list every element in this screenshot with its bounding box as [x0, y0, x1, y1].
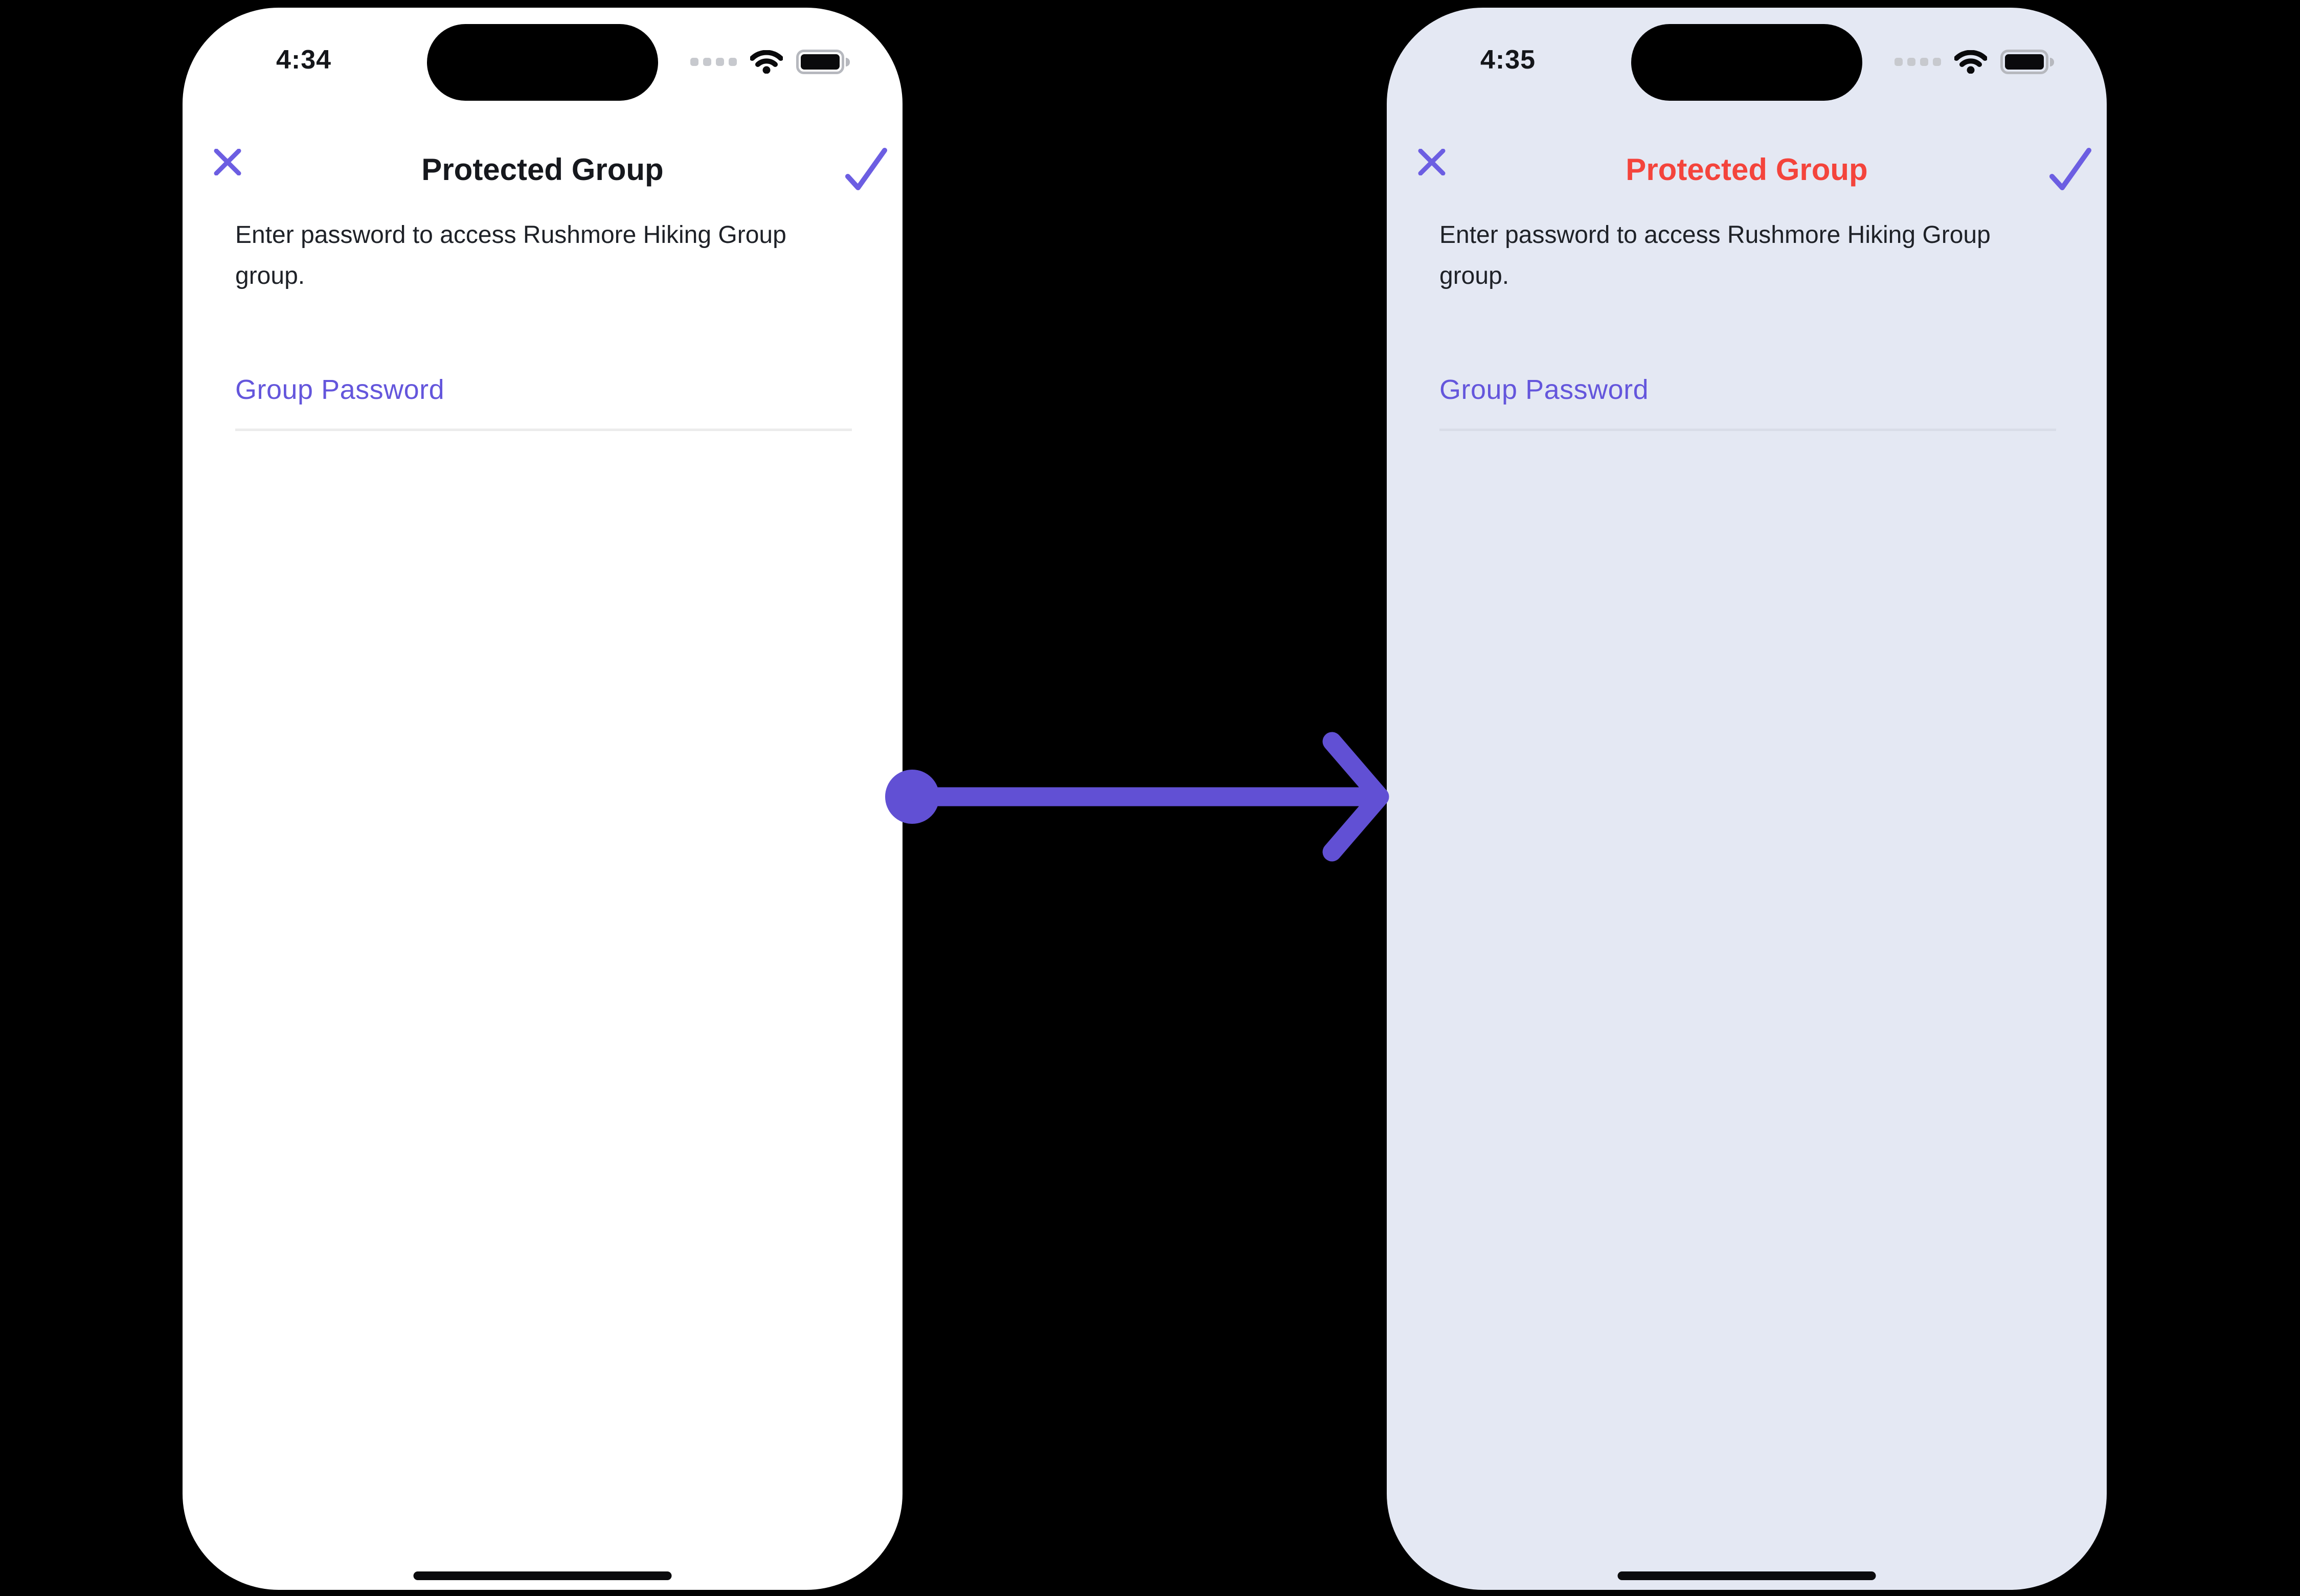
cellular-signal-icon	[1895, 58, 1941, 66]
close-icon	[214, 149, 241, 175]
arrow-head	[1322, 732, 1389, 862]
wifi-icon	[750, 50, 783, 74]
cellular-signal-icon	[690, 58, 737, 66]
group-password-label: Group Password	[235, 374, 445, 405]
home-indicator[interactable]	[413, 1571, 672, 1580]
checkmark-icon	[2049, 148, 2091, 190]
status-icons	[690, 8, 850, 116]
page-title: Protected Group	[421, 152, 664, 187]
status-time: 4:35	[1480, 45, 1536, 75]
transition-arrow	[885, 732, 1389, 862]
battery-icon	[796, 50, 850, 74]
dynamic-island	[1631, 24, 1862, 101]
confirm-button[interactable]	[2047, 140, 2091, 191]
close-icon	[1418, 149, 1446, 175]
group-password-input[interactable]	[235, 400, 852, 431]
group-password-input[interactable]	[1439, 400, 2056, 431]
wifi-icon	[1954, 50, 1987, 74]
battery-icon	[2000, 50, 2054, 74]
page-title: Protected Group	[1626, 152, 1868, 187]
phone-mockup-before: 4:34 Protected Group Enter password to a…	[183, 8, 903, 1590]
description-text: Enter password to access Rushmore Hiking…	[1439, 221, 1991, 289]
dynamic-island	[427, 24, 658, 101]
group-password-label: Group Password	[1439, 374, 1649, 405]
home-indicator[interactable]	[1617, 1571, 1876, 1580]
phone-mockup-after: 4:35 Protected Group Enter password to a…	[1387, 8, 2107, 1590]
confirm-button[interactable]	[843, 140, 887, 191]
checkmark-icon	[845, 148, 887, 190]
status-icons	[1895, 8, 2054, 116]
close-button[interactable]	[207, 142, 248, 183]
close-button[interactable]	[1411, 142, 1452, 183]
status-time: 4:34	[276, 45, 332, 75]
description-text: Enter password to access Rushmore Hiking…	[235, 221, 786, 289]
